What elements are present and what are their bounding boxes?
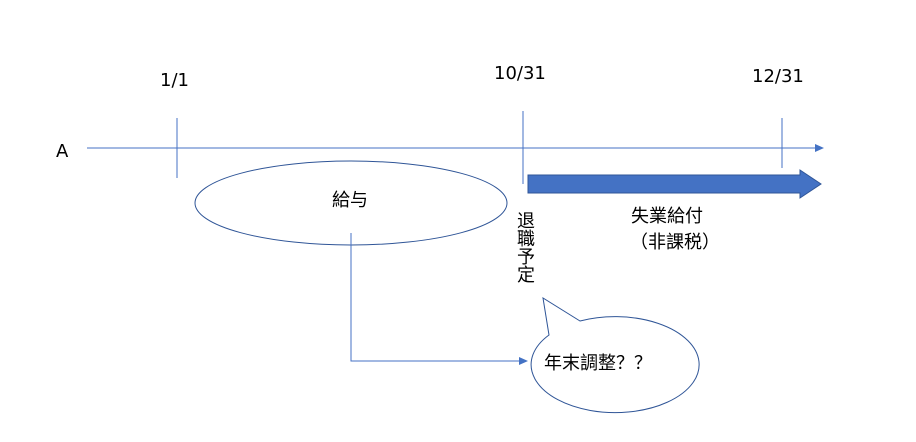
- date-label-dec-31: 12/31: [752, 66, 804, 87]
- timeline-arrowhead: [815, 144, 824, 152]
- salary-connector: [350, 233, 520, 362]
- retirement-label: 退職予定: [514, 211, 535, 283]
- unemployment-arrow: [527, 169, 822, 199]
- unemployment-note: （非課税）: [630, 232, 720, 253]
- unemployment-label: 失業給付: [631, 206, 703, 227]
- year-end-bubble: [530, 296, 700, 414]
- row-label: A: [56, 141, 69, 162]
- date-label-oct-31: 10/31: [494, 63, 546, 84]
- salary-label: 給与: [332, 190, 368, 211]
- year-end-label: 年末調整？？: [544, 353, 652, 374]
- date-label-jan-1: 1/1: [160, 70, 189, 91]
- connector-arrowhead: [519, 357, 528, 365]
